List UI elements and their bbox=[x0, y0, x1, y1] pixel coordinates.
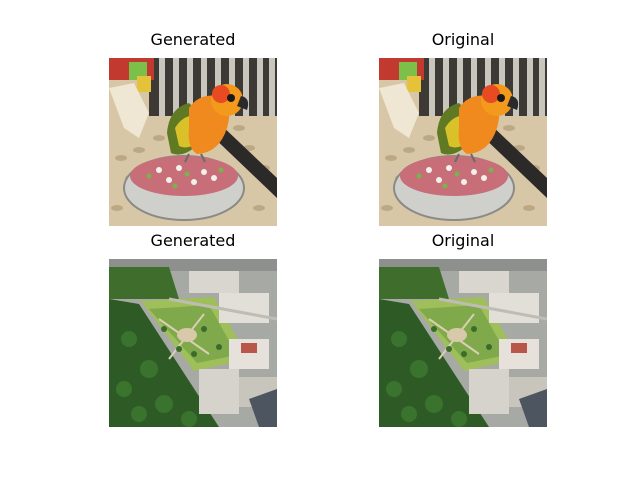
parrot-image bbox=[109, 58, 277, 226]
panel-title: Original bbox=[431, 231, 495, 250]
panel-title: Generated bbox=[150, 231, 236, 250]
aerial-park-image bbox=[379, 259, 547, 427]
panel-title: Generated bbox=[150, 30, 236, 49]
panel-title: Original bbox=[431, 30, 495, 49]
parrot-image bbox=[379, 58, 547, 226]
aerial-park-image bbox=[109, 259, 277, 427]
